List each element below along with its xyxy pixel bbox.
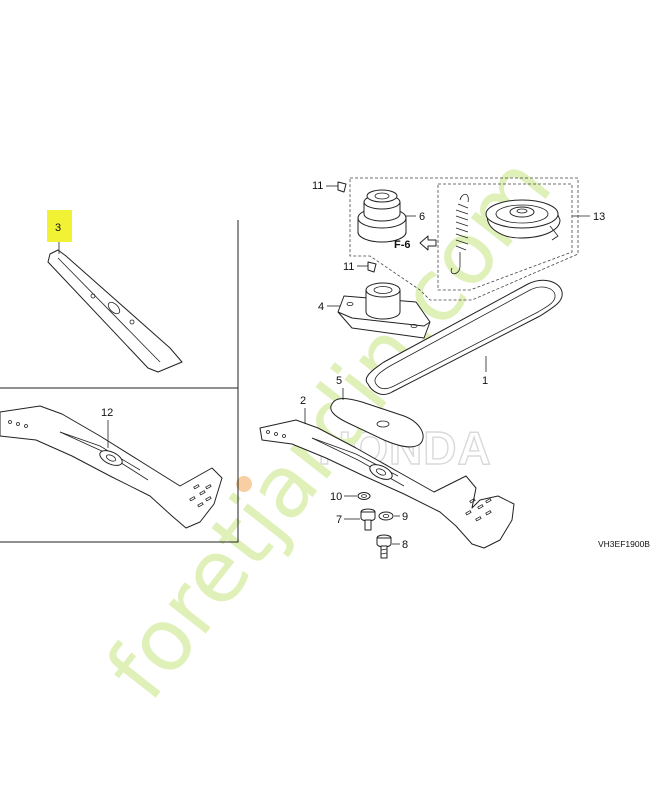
part-2-blade[interactable] — [259, 419, 515, 549]
callout-12-group[interactable]: 12 — [101, 407, 113, 448]
callout-10-group[interactable]: 10 — [330, 491, 357, 503]
part-1-belt[interactable] — [365, 279, 563, 395]
part-3-blade[interactable] — [47, 249, 183, 373]
callout-6: 6 — [419, 211, 425, 223]
arrow-left-icon — [419, 235, 437, 251]
callout-2: 2 — [300, 395, 306, 407]
callout-9: 9 — [402, 511, 408, 523]
callout-3: 3 — [55, 222, 61, 234]
callout-13: 13 — [593, 211, 605, 223]
part-9-washer[interactable] — [378, 511, 394, 521]
callout-11a: 11 — [312, 180, 323, 192]
callout-10: 10 — [330, 491, 342, 503]
callout-2-group[interactable]: 2 — [300, 395, 306, 424]
part-7-bolt[interactable] — [360, 508, 376, 531]
part-12-blade[interactable] — [0, 405, 223, 529]
callout-7-group[interactable]: 7 — [336, 514, 360, 526]
part-11-clip-lower[interactable] — [367, 261, 377, 273]
figure-ref-label: F-6 — [394, 239, 411, 251]
part-13-pulley[interactable] — [485, 199, 561, 241]
callout-11b: 11 — [343, 261, 354, 273]
callout-9-group[interactable]: 9 — [394, 511, 408, 523]
part-5-plate[interactable] — [330, 398, 424, 448]
figure-reference[interactable]: F-6 — [394, 235, 437, 251]
callout-8-group[interactable]: 8 — [392, 539, 408, 551]
callout-12: 12 — [101, 407, 113, 419]
callout-11-upper[interactable]: 11 — [312, 180, 338, 192]
tension-spring — [450, 193, 469, 275]
mulching-slots — [189, 484, 212, 508]
callout-3-highlight[interactable]: 3 — [47, 210, 72, 254]
part-11-clip-upper[interactable] — [337, 181, 347, 193]
assembly-box — [349, 177, 579, 301]
callout-11-lower[interactable]: 11 — [343, 261, 368, 273]
part-10-washer[interactable] — [357, 492, 371, 500]
diagram-code: VH3EF1900B — [598, 539, 650, 549]
callout-1: 1 — [482, 375, 488, 387]
inset-frames — [0, 220, 239, 543]
callout-1-group[interactable]: 1 — [482, 356, 488, 387]
callout-5-group[interactable]: 5 — [336, 375, 344, 400]
highlight-box — [47, 210, 72, 242]
callout-4: 4 — [318, 301, 324, 313]
blade-2-slots — [465, 498, 492, 522]
callout-7: 7 — [336, 514, 342, 526]
callout-4-group[interactable]: 4 — [318, 301, 340, 313]
part-8-bolt[interactable] — [376, 534, 392, 559]
site-watermark-dot — [236, 476, 252, 492]
part-4-holder[interactable] — [337, 282, 431, 339]
part-6-pulley[interactable] — [357, 189, 407, 243]
callout-5: 5 — [336, 375, 342, 387]
callout-6-group[interactable]: 6 — [406, 211, 425, 223]
callout-8: 8 — [402, 539, 408, 551]
callout-13-group[interactable]: 13 — [572, 211, 605, 223]
